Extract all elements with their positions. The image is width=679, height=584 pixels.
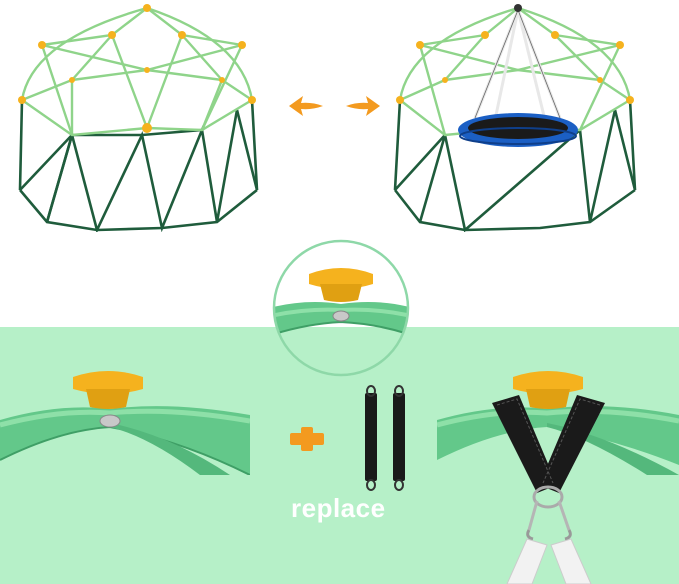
zoom-detail-circle [272,239,410,377]
connector-detail-image [0,371,250,475]
double-arrow-icon [289,96,380,116]
climbing-dome-image [18,4,259,232]
climbing-dome-with-swing-image [393,4,637,232]
strap-attachment-detail-image [437,371,679,584]
replace-caption: replace [291,493,386,523]
swing-straps-image [365,385,405,491]
plus-icon [290,427,324,451]
